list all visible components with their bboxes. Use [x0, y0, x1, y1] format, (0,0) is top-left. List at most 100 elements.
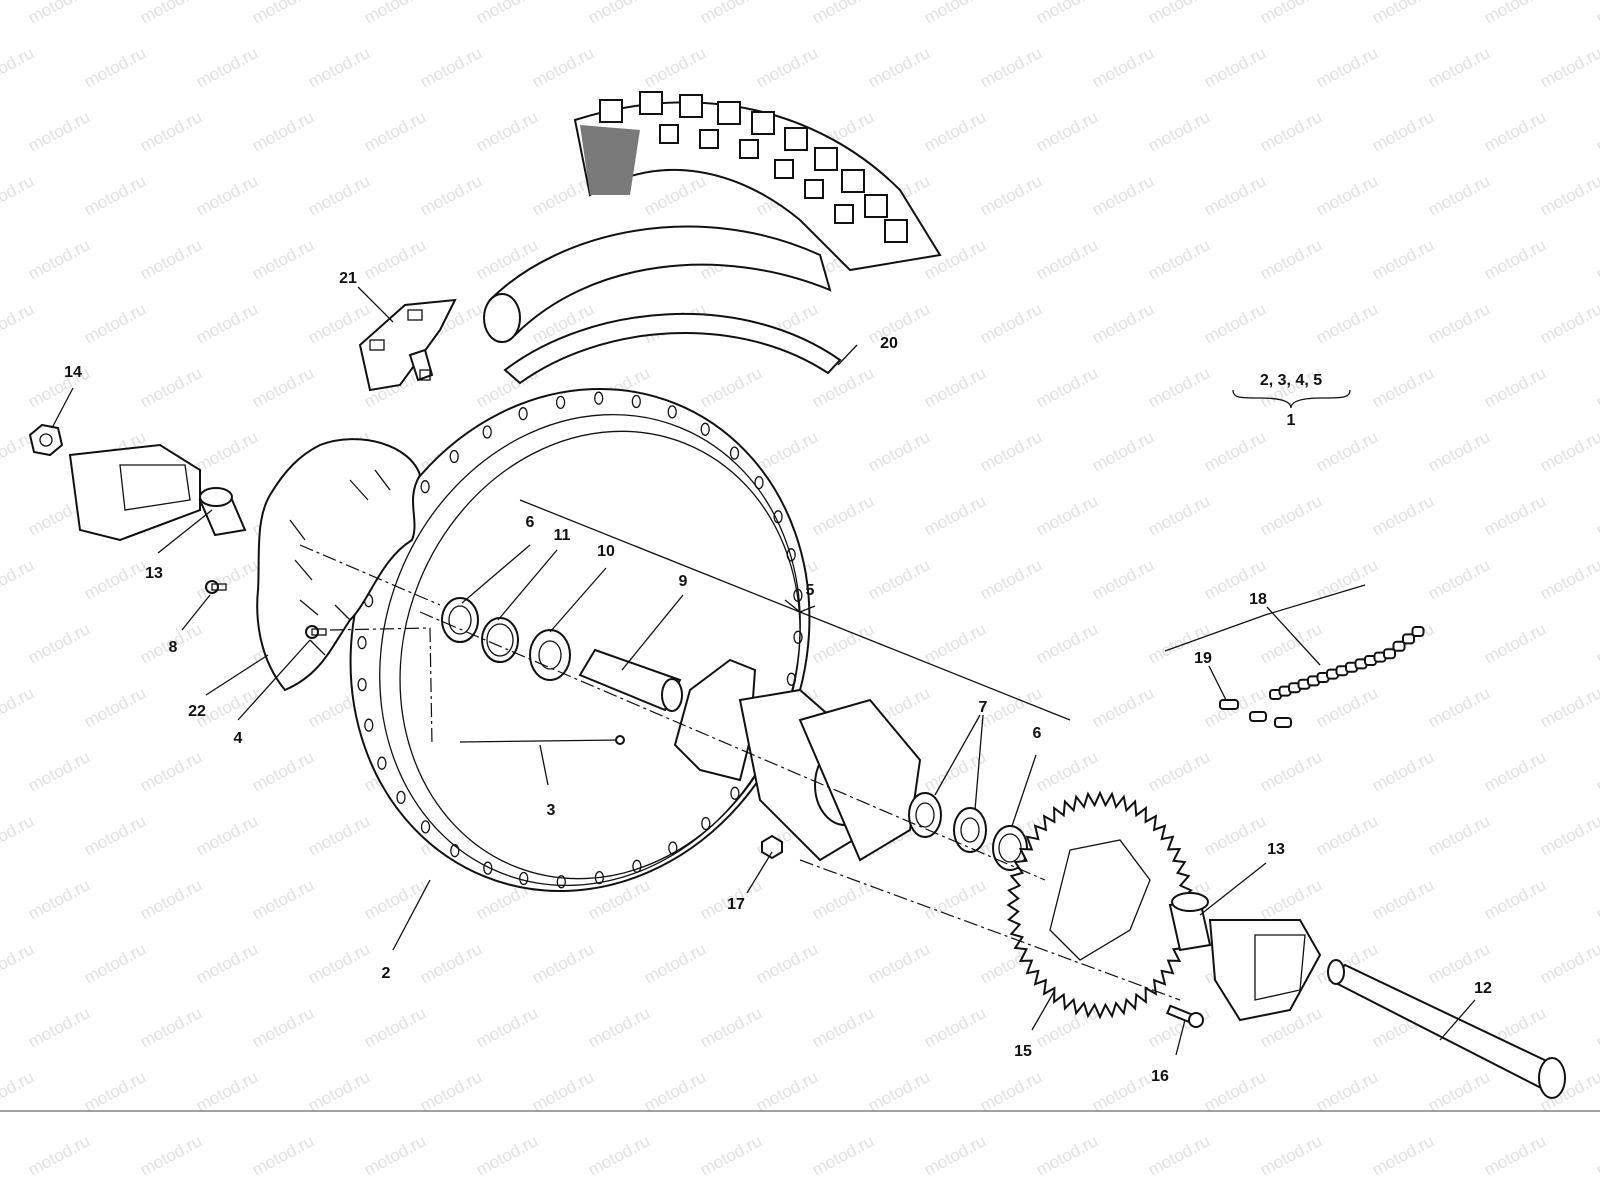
- spacer-tube: [578, 648, 683, 712]
- watermark-text: motod.ru: [1481, 235, 1549, 283]
- watermark-text: motod.ru: [585, 0, 653, 28]
- watermark-text: motod.ru: [809, 491, 877, 539]
- watermark-text: motod.ru: [81, 1067, 149, 1115]
- watermark-text: motod.ru: [1145, 107, 1213, 155]
- watermark-text: motod.ru: [1593, 747, 1600, 795]
- watermark-text: motod.ru: [25, 619, 93, 667]
- watermark-text: motod.ru: [473, 0, 541, 28]
- watermark-text: motod.ru: [137, 363, 205, 411]
- callout-20: 20: [880, 335, 898, 352]
- spoke-hole: [786, 548, 796, 562]
- watermark-text: motod.ru: [1425, 555, 1493, 603]
- wheel-rim: [349, 387, 811, 893]
- callout-9: 9: [679, 573, 688, 590]
- watermark-text: motod.ru: [641, 1195, 709, 1200]
- spoke-hole: [519, 871, 529, 886]
- watermark-text: motod.ru: [25, 1131, 93, 1179]
- watermark-text: motod.ru: [0, 811, 37, 859]
- watermark-text: motod.ru: [865, 555, 933, 603]
- rim-spoke-holes: [357, 391, 803, 889]
- watermark-text: motod.ru: [1425, 43, 1493, 91]
- watermark-text: motod.ru: [809, 0, 877, 28]
- watermark-text: motod.ru: [865, 939, 933, 987]
- callout-13-right: 13: [1267, 841, 1285, 858]
- callout-8: 8: [169, 639, 178, 656]
- callout-10: 10: [597, 543, 615, 560]
- watermark-text: motod.ru: [809, 1003, 877, 1051]
- watermark-text: motod.ru: [81, 1195, 149, 1200]
- watermark-text: motod.ru: [1425, 427, 1493, 475]
- watermark-text: motod.ru: [641, 939, 709, 987]
- assembly-centre-lines: [299, 544, 1181, 1001]
- spoke-hole: [420, 480, 430, 494]
- spoke-hole: [555, 395, 566, 410]
- watermark-text: motod.ru: [1089, 1067, 1157, 1115]
- watermark-text: motod.ru: [137, 235, 205, 283]
- watermark-text: motod.ru: [1537, 555, 1600, 603]
- watermark-text: motod.ru: [1313, 427, 1381, 475]
- spoke-hole: [729, 446, 740, 460]
- watermark-text: motod.ru: [137, 0, 205, 28]
- left-spacer: [198, 487, 247, 537]
- watermark-text: motod.ru: [1089, 299, 1157, 347]
- callout-12: 12: [1474, 980, 1492, 997]
- watermark-text: motod.ru: [1313, 171, 1381, 219]
- watermark-text: motod.ru: [249, 1003, 317, 1051]
- spoke-hole: [730, 786, 740, 800]
- watermark-text: motod.ru: [1033, 1131, 1101, 1179]
- watermark-text: motod.ru: [1369, 491, 1437, 539]
- watermark-text: motod.ru: [0, 683, 37, 731]
- watermark-text: motod.ru: [921, 363, 989, 411]
- watermark-text: motod.ru: [1033, 0, 1101, 28]
- watermark-text: motod.ru: [1033, 107, 1101, 155]
- watermark-text: motod.ru: [193, 299, 261, 347]
- watermark-text: motod.ru: [1257, 235, 1325, 283]
- watermark-text: motod.ru: [249, 747, 317, 795]
- leader-lines: [51, 286, 1476, 1056]
- callout-11: 11: [554, 527, 571, 544]
- callout-3: 3: [547, 802, 556, 819]
- spoke-hole: [667, 405, 677, 419]
- watermark-text: motod.ru: [1369, 363, 1437, 411]
- watermark-text: motod.ru: [0, 1195, 37, 1200]
- watermark-text: motod.ru: [1593, 491, 1600, 539]
- watermark-text: motod.ru: [0, 555, 37, 603]
- group-note-components: 2, 3, 4, 5: [1260, 372, 1322, 389]
- watermark-text: motod.ru: [1313, 43, 1381, 91]
- watermark-text: motod.ru: [25, 235, 93, 283]
- watermark-text: motod.ru: [977, 555, 1045, 603]
- watermark-text: motod.ru: [1033, 363, 1101, 411]
- watermark-text: motod.ru: [585, 1003, 653, 1051]
- watermark-text: motod.ru: [249, 1131, 317, 1179]
- watermark-text: motod.ru: [305, 1195, 373, 1200]
- watermark-text: motod.ru: [1369, 875, 1437, 923]
- watermark-text: motod.ru: [1313, 811, 1381, 859]
- watermark-text: motod.ru: [1201, 811, 1269, 859]
- watermark-text: motod.ru: [361, 1003, 429, 1051]
- watermark-text: motod.ru: [1425, 683, 1493, 731]
- watermark-text: motod.ru: [1593, 1003, 1600, 1051]
- watermark-text: motod.ru: [1145, 0, 1213, 28]
- watermark-text: motod.ru: [473, 1131, 541, 1179]
- watermark-text: motod.ru: [585, 1131, 653, 1179]
- watermark-text: motod.ru: [1089, 427, 1157, 475]
- watermark-text: motod.ru: [305, 299, 373, 347]
- inner-tube: [483, 225, 832, 343]
- watermark-text: motod.ru: [1593, 363, 1600, 411]
- watermark-text: motod.ru: [137, 875, 205, 923]
- watermark-text: motod.ru: [305, 171, 373, 219]
- watermark-text: motod.ru: [417, 1067, 485, 1115]
- watermark-text: motod.ru: [1033, 491, 1101, 539]
- watermark-text: motod.ru: [1257, 107, 1325, 155]
- watermark-text: motod.ru: [137, 1003, 205, 1051]
- watermark-text: motod.ru: [1201, 43, 1269, 91]
- spoke-hole: [377, 756, 387, 770]
- group-note-brace: [1232, 389, 1351, 409]
- small-fasteners: [205, 580, 1204, 1028]
- watermark-text: motod.ru: [697, 363, 765, 411]
- watermark-text: motod.ru: [1593, 1131, 1600, 1179]
- watermark-text: motod.ru: [921, 619, 989, 667]
- watermark-text: motod.ru: [1089, 171, 1157, 219]
- watermark-text: motod.ru: [753, 43, 821, 91]
- watermark-text: motod.ru: [137, 107, 205, 155]
